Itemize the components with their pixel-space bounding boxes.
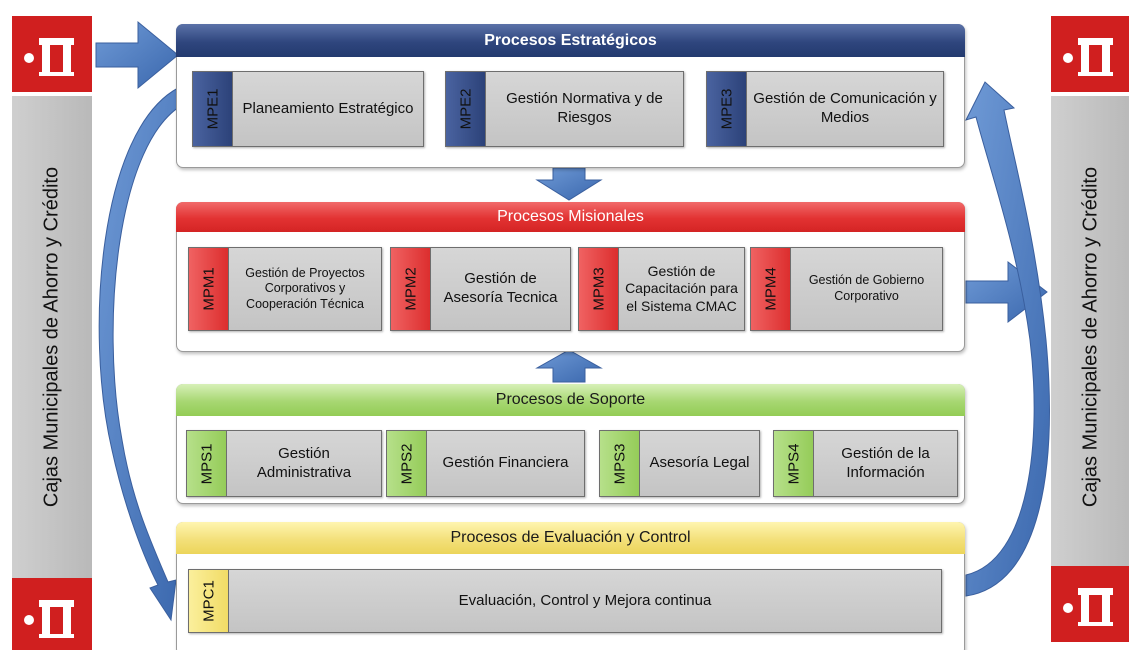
process-mpm3[interactable]: MPM3 Gestión de Capacitación para el Sis… (578, 247, 745, 331)
logo-bottom-left (12, 578, 92, 650)
cmac-logo-icon (1063, 38, 1113, 76)
process-mpe3[interactable]: MPE3 Gestión de Comunicación y Medios (706, 71, 944, 147)
logo-top-right (1051, 16, 1129, 92)
process-code: MPS3 (600, 431, 640, 496)
process-code: MPS4 (774, 431, 814, 496)
process-label: Gestión Normativa y de Riesgos (506, 90, 663, 126)
process-code: MPM4 (751, 248, 791, 330)
process-mps2[interactable]: MPS2 Gestión Financiera (386, 430, 585, 497)
process-label: Evaluación, Control y Mejora continua (458, 591, 712, 609)
input-arrow (95, 20, 179, 90)
process-mpm1[interactable]: MPM1 Gestión de Proyectos Corporativos y… (188, 247, 382, 331)
cmac-logo-icon (1063, 588, 1113, 626)
process-mpe2[interactable]: MPE2 Gestión Normativa y de Riesgos (445, 71, 684, 147)
process-code: MPS1 (187, 431, 227, 496)
up-arrow (535, 349, 603, 383)
left-curved-arrow (98, 87, 185, 622)
process-code: MPM1 (189, 248, 229, 330)
process-code: MPM2 (391, 248, 431, 330)
process-mps3[interactable]: MPS3 Asesoría Legal (599, 430, 760, 497)
panel-title-evaluacion: Procesos de Evaluación y Control (176, 522, 965, 554)
process-label: Gestión de la Información (841, 444, 930, 481)
process-mps4[interactable]: MPS4 Gestión de la Información (773, 430, 958, 497)
panel-title-soporte: Procesos de Soporte (176, 384, 965, 416)
process-label: Asesoría Legal (649, 454, 750, 472)
cmac-logo-icon (24, 38, 74, 76)
process-label: Gestión Financiera (442, 454, 569, 472)
panel-evaluacion: Procesos de Evaluación y Control MPC1 Ev… (176, 522, 965, 650)
side-bar-left: Cajas Municipales de Ahorro y Crédito (12, 96, 92, 578)
process-label: Gestión de Proyectos Corporativos y Coop… (245, 265, 365, 311)
side-label-right: Cajas Municipales de Ahorro y Crédito (1079, 166, 1102, 508)
process-label: Planeamiento Estratégico (242, 99, 414, 117)
logo-bottom-right (1051, 566, 1129, 642)
process-mpm2[interactable]: MPM2 Gestión de Asesoría Tecnica (390, 247, 571, 331)
panel-misionales: Procesos Misionales MPM1 Gestión de Proy… (176, 202, 965, 352)
panel-title-misionales: Procesos Misionales (176, 202, 965, 232)
process-label: Gestión Administrativa (256, 444, 352, 481)
process-code: MPC1 (189, 570, 229, 632)
process-mpc1[interactable]: MPC1 Evaluación, Control y Mejora contin… (188, 569, 942, 633)
side-label-left: Cajas Municipales de Ahorro y Crédito (40, 166, 63, 508)
process-code: MPM3 (579, 248, 619, 330)
logo-top-left (12, 16, 92, 92)
process-code: MPE2 (446, 72, 486, 146)
process-label: Gestión de Capacitación para el Sistema … (625, 262, 738, 314)
process-mpe1[interactable]: MPE1 Planeamiento Estratégico (192, 71, 424, 147)
side-bar-right: Cajas Municipales de Ahorro y Crédito (1051, 96, 1129, 578)
process-code: MPS2 (387, 431, 427, 496)
process-code: MPE1 (193, 72, 233, 146)
process-label: Gestión de Comunicación y Medios (753, 90, 937, 126)
panel-estrategicos: Procesos Estratégicos MPE1 Planeamiento … (176, 24, 965, 168)
down-arrow (535, 167, 603, 201)
process-code: MPE3 (707, 72, 747, 146)
panel-title-estrategicos: Procesos Estratégicos (176, 24, 965, 57)
right-curved-arrow (965, 81, 1050, 597)
cmac-logo-icon (24, 600, 74, 638)
process-mpm4[interactable]: MPM4 Gestión de Gobierno Corporativo (750, 247, 943, 331)
panel-soporte: Procesos de Soporte MPS1 Gestión Adminis… (176, 384, 965, 504)
process-label: Gestión de Gobierno Corporativo (808, 273, 925, 303)
process-mps1[interactable]: MPS1 Gestión Administrativa (186, 430, 382, 497)
process-label: Gestión de Asesoría Tecnica (443, 270, 558, 306)
